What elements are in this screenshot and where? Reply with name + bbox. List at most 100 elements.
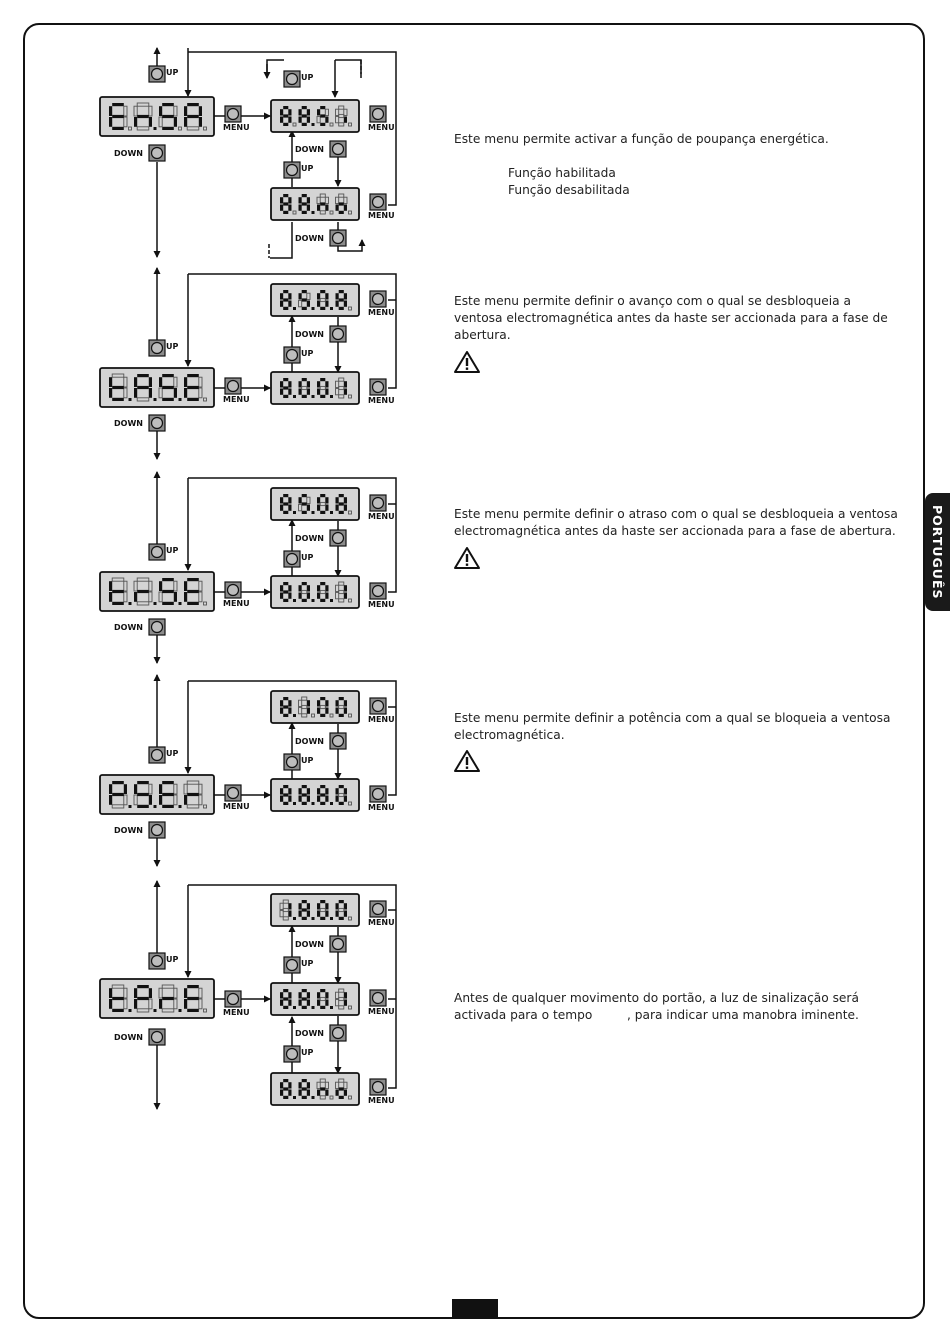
down-button: DOWN — [295, 325, 347, 343]
svg-text:MENU: MENU — [368, 396, 395, 405]
flow-line — [188, 680, 397, 796]
up-button: UP — [148, 339, 178, 357]
down-button: DOWN — [114, 1028, 166, 1046]
svg-text:MENU: MENU — [368, 123, 395, 132]
up-button: UP — [283, 550, 313, 568]
svg-text:MENU: MENU — [223, 395, 250, 404]
value-display — [270, 371, 360, 405]
up-button: UP — [283, 753, 313, 771]
value-display — [270, 982, 360, 1016]
svg-text:MENU: MENU — [368, 715, 395, 724]
up-button: UP — [148, 746, 178, 764]
section-5-description-line2a: activada para o tempo — [454, 1008, 593, 1022]
down-button: DOWN — [114, 821, 166, 839]
svg-text:UP: UP — [301, 959, 313, 968]
section-3-description: Este menu permite definir o atraso com o… — [454, 507, 898, 538]
menu-button: MENU — [368, 105, 395, 132]
flow-line — [335, 59, 362, 78]
down-button: DOWN — [295, 229, 347, 247]
svg-text:MENU: MENU — [223, 1008, 250, 1017]
main-display — [99, 367, 215, 408]
up-button: UP — [148, 543, 178, 561]
svg-text:MENU: MENU — [368, 308, 395, 317]
svg-text:UP: UP — [301, 553, 313, 562]
svg-text:MENU: MENU — [368, 1096, 395, 1105]
svg-text:UP: UP — [301, 1048, 313, 1057]
value-display — [270, 690, 360, 724]
svg-text:DOWN: DOWN — [295, 534, 324, 543]
value-display — [270, 1072, 360, 1106]
value-display — [270, 893, 360, 927]
svg-text:UP: UP — [166, 342, 178, 351]
down-button: DOWN — [114, 414, 166, 432]
svg-text:DOWN: DOWN — [295, 234, 324, 243]
svg-text:UP: UP — [166, 955, 178, 964]
language-tab-label: PORTUGUÊS — [930, 504, 945, 600]
main-display — [99, 978, 215, 1019]
svg-text:UP: UP — [166, 68, 178, 77]
menu-button: MENU — [368, 582, 395, 609]
section-5-description-line2b: , para indicar uma manobra iminente. — [627, 1008, 859, 1022]
svg-text:UP: UP — [301, 756, 313, 765]
value-display — [270, 99, 360, 133]
menu-button: MENU — [368, 378, 395, 405]
menu-button: MENU — [223, 377, 250, 404]
down-button: DOWN — [114, 144, 166, 162]
section-5-description-line1: Antes de qualquer movimento do portão, a… — [454, 991, 859, 1005]
svg-text:MENU: MENU — [368, 211, 395, 220]
up-button: UP — [148, 952, 178, 970]
svg-text:UP: UP — [166, 749, 178, 758]
warning-triangle-icon — [454, 547, 480, 569]
page-number-box — [452, 1299, 498, 1319]
down-button: DOWN — [295, 935, 347, 953]
svg-text:UP: UP — [301, 164, 313, 173]
value-display — [270, 283, 360, 317]
svg-text:DOWN: DOWN — [295, 1029, 324, 1038]
svg-text:DOWN: DOWN — [114, 419, 143, 428]
svg-text:MENU: MENU — [223, 802, 250, 811]
up-button: UP — [148, 65, 178, 83]
main-display — [99, 774, 215, 815]
main-display — [99, 571, 215, 612]
up-button: UP — [283, 70, 313, 88]
language-tab: PORTUGUÊS — [925, 493, 950, 611]
svg-text:DOWN: DOWN — [295, 737, 324, 746]
menu-button: MENU — [368, 785, 395, 812]
svg-text:DOWN: DOWN — [114, 1033, 143, 1042]
svg-text:DOWN: DOWN — [114, 826, 143, 835]
down-button: DOWN — [114, 618, 166, 636]
section-1-option-enabled: Função habilitada — [508, 166, 616, 180]
menu-button: MENU — [368, 989, 395, 1016]
up-button: UP — [283, 346, 313, 364]
down-button: DOWN — [295, 140, 347, 158]
up-button: UP — [283, 956, 313, 974]
flow-line — [188, 51, 397, 206]
warning-triangle-icon — [454, 351, 480, 373]
menu-button: MENU — [223, 105, 250, 132]
svg-text:DOWN: DOWN — [295, 145, 324, 154]
up-button: UP — [283, 1045, 313, 1063]
section-1-description: Este menu permite activar a função de po… — [454, 132, 829, 146]
down-button: DOWN — [295, 732, 347, 750]
menu-button: MENU — [368, 697, 395, 724]
down-button: DOWN — [295, 529, 347, 547]
warning-triangle-icon — [454, 750, 480, 772]
section-1-option-disabled: Função desabilitada — [508, 183, 630, 197]
svg-text:MENU: MENU — [368, 1007, 395, 1016]
svg-text:MENU: MENU — [368, 512, 395, 521]
flow-line — [188, 477, 397, 593]
flow-line — [188, 884, 397, 1089]
svg-text:MENU: MENU — [223, 123, 250, 132]
flow-line — [270, 222, 293, 259]
value-display — [270, 187, 360, 221]
menu-button: MENU — [223, 784, 250, 811]
value-display — [270, 778, 360, 812]
svg-text:UP: UP — [166, 546, 178, 555]
svg-text:DOWN: DOWN — [114, 149, 143, 158]
section-4-description: Este menu permite definir a potência com… — [454, 711, 891, 742]
svg-text:DOWN: DOWN — [114, 623, 143, 632]
svg-text:MENU: MENU — [368, 600, 395, 609]
value-display — [270, 575, 360, 609]
svg-text:MENU: MENU — [223, 599, 250, 608]
